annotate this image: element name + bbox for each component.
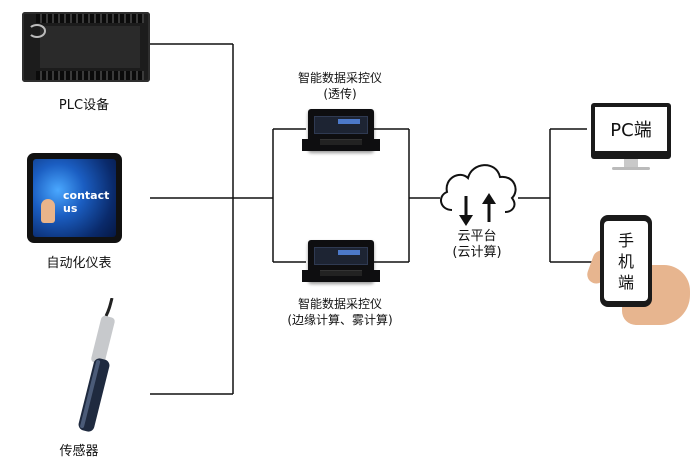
cloud-icon: [440, 164, 517, 226]
automation-instrument-label: 自动化仪表: [46, 256, 112, 271]
monitor-stand: [624, 159, 638, 167]
gateway-bottom-title: 智能数据采控仪: [297, 297, 382, 311]
gateway-top-subtitle: (透传): [323, 87, 357, 101]
phone-label-char-2: 机: [617, 251, 634, 271]
gateway-top-title: 智能数据采控仪: [297, 71, 382, 85]
sensor-probe-image: [78, 298, 115, 432]
plc-device-image: [22, 12, 150, 82]
gateway-bottom-device: [302, 240, 380, 282]
plc-label: PLC设备: [58, 98, 110, 113]
brand-logo-icon: [28, 24, 46, 38]
gateway-top-device: [302, 109, 380, 151]
phone-label-char-3: 端: [617, 272, 634, 292]
hand-icon: [41, 199, 55, 223]
pc-label: PC端: [610, 120, 652, 141]
mobile-phone-image: 手 机 端: [600, 215, 652, 307]
monitor-base: [612, 167, 650, 170]
cloud-subtitle: (云计算): [452, 245, 502, 260]
gateway-bottom-subtitle: (边缘计算、雾计算): [287, 313, 393, 327]
cloud-title: 云平台: [457, 229, 497, 244]
pc-monitor-image: PC端: [591, 103, 671, 159]
automation-instrument-image: contact us: [27, 153, 122, 243]
phone-label-char-1: 手: [617, 230, 634, 250]
sensor-label: 传感器: [59, 444, 99, 459]
tablet-screen-text: contact us: [63, 189, 110, 215]
